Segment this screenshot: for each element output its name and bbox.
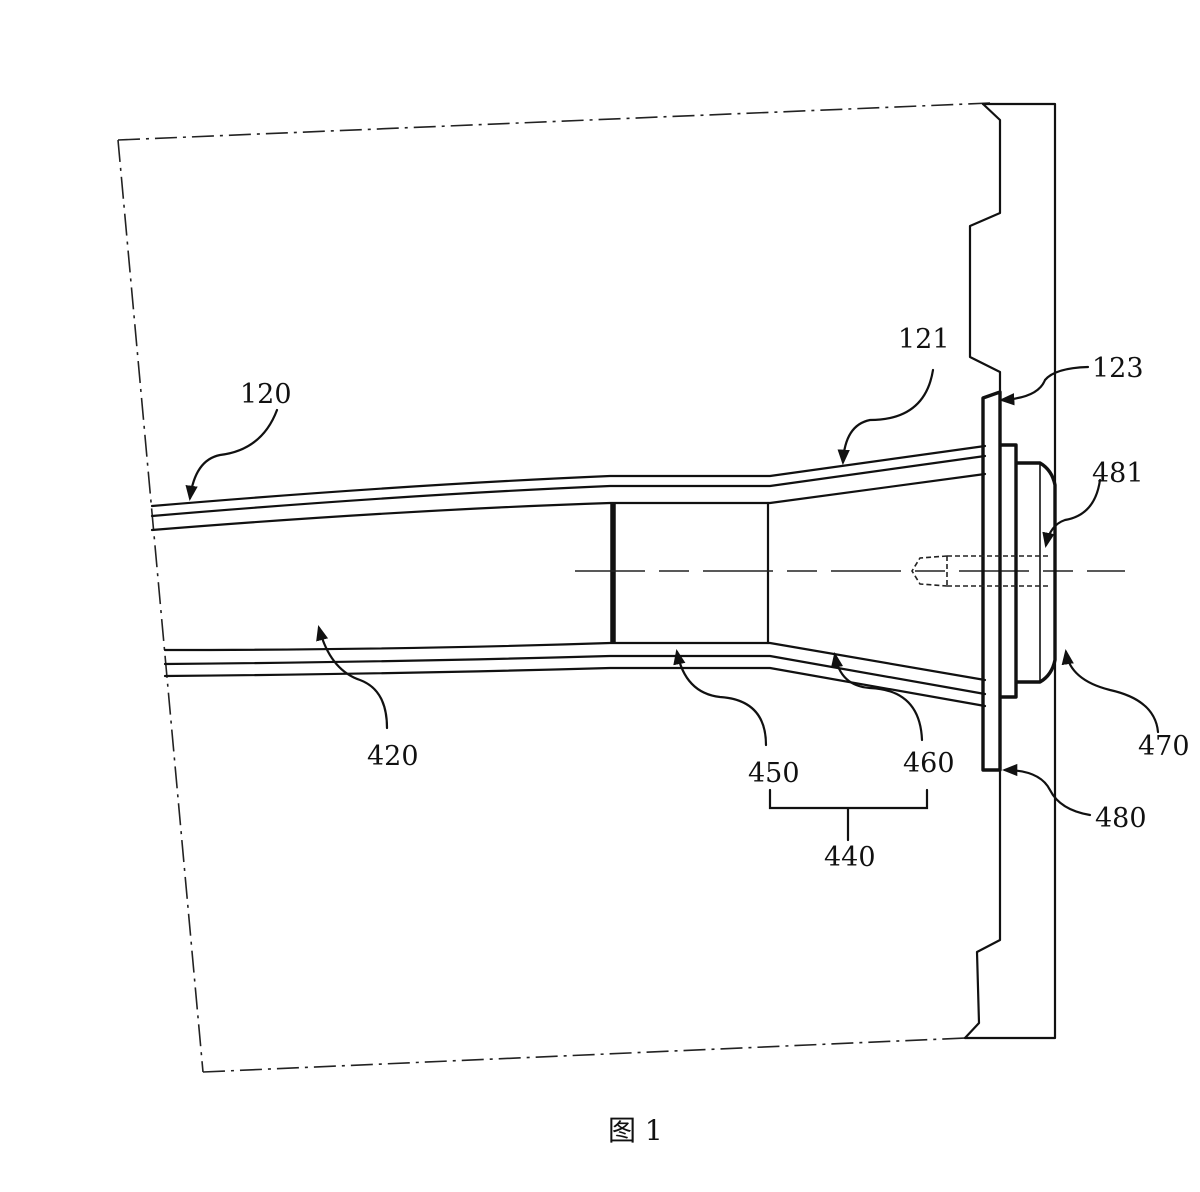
leader-450 — [673, 648, 768, 747]
label-121: 121 — [898, 324, 950, 355]
label-460: 460 — [903, 748, 955, 779]
end-cap — [1016, 461, 1057, 684]
label-450: 450 — [748, 758, 800, 789]
brace-440 — [768, 788, 929, 842]
label-123: 123 — [1092, 353, 1144, 384]
label-481: 481 — [1092, 458, 1144, 489]
lower-tube-wall — [163, 641, 987, 708]
reference-labels: 120 121 123 481 420 450 460 470 480 440 — [240, 324, 1190, 873]
leader-460 — [830, 651, 924, 742]
bolt-tip — [911, 555, 948, 587]
label-480: 480 — [1095, 803, 1147, 834]
wall-stepped-profile — [963, 102, 1002, 1040]
leader-121 — [837, 368, 935, 466]
figure-caption: 图 1 — [608, 1114, 663, 1147]
leader-481 — [1042, 478, 1102, 549]
leader-lines — [185, 365, 1160, 842]
leader-420 — [316, 625, 389, 730]
label-440: 440 — [824, 842, 876, 873]
housing-boundary — [117, 102, 991, 1073]
segment-box — [610, 501, 770, 645]
boundary-top — [117, 102, 991, 141]
flange-plate — [981, 390, 1002, 772]
boundary-left — [117, 139, 204, 1073]
upper-tube-wall — [150, 444, 987, 532]
label-120: 120 — [240, 379, 292, 410]
leader-123 — [998, 365, 1090, 406]
label-470: 470 — [1138, 731, 1190, 762]
bolt — [911, 555, 1048, 587]
label-420: 420 — [367, 741, 419, 772]
leader-470 — [1061, 648, 1160, 734]
flange-assembly — [981, 390, 1057, 772]
leader-120 — [185, 408, 279, 502]
leader-480 — [1001, 763, 1092, 817]
mounting-plate — [1000, 443, 1018, 699]
boundary-bottom — [202, 1037, 966, 1073]
